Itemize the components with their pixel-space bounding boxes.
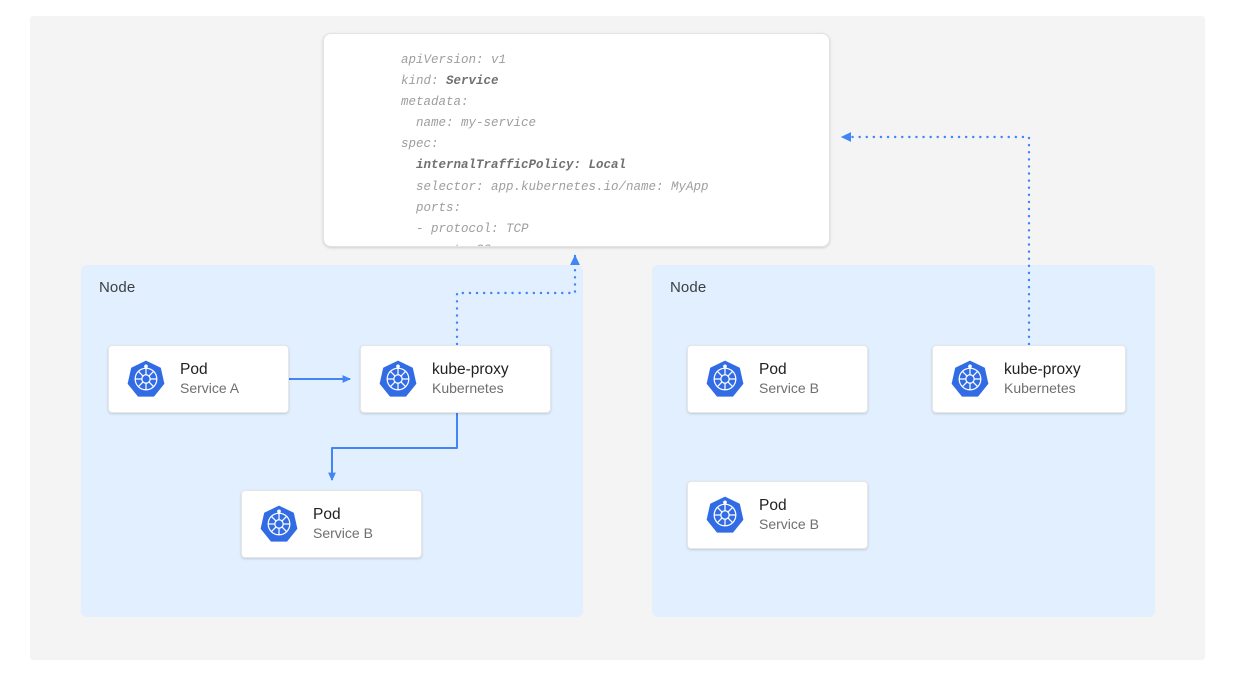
yaml-line: metadata:	[401, 95, 469, 110]
yaml-line: internalTrafficPolicy: Local	[416, 158, 627, 173]
yaml-line: spec:	[401, 137, 439, 152]
yaml-line: apiVersion: v1	[401, 53, 507, 67]
card-subtitle: Service B	[759, 380, 819, 396]
node-label-left: Node	[99, 279, 136, 296]
node-label-right: Node	[670, 279, 707, 296]
card-pod-service-b-right-top[interactable]: Pod Service B	[687, 345, 868, 413]
node-group-right: Node	[652, 265, 1155, 617]
card-kube-proxy-right[interactable]: kube-proxy Kubernetes	[932, 345, 1126, 413]
card-title: Pod	[180, 361, 208, 378]
service-spec-yaml: apiVersion: v1 kind: Service metadata: nam…	[401, 50, 709, 246]
yaml-line: selector: app.kubernetes.io/name: MyApp	[401, 179, 709, 194]
kubernetes-icon	[705, 495, 745, 535]
yaml-line: - protocol: TCP	[401, 221, 529, 236]
kubernetes-icon	[126, 359, 166, 399]
yaml-line: ports:	[401, 200, 462, 215]
card-pod-service-b-right-bottom[interactable]: Pod Service B	[687, 481, 868, 549]
yaml-line: name: my-service	[401, 116, 537, 131]
card-title: kube-proxy	[1004, 361, 1081, 378]
card-kube-proxy-left[interactable]: kube-proxy Kubernetes	[360, 345, 551, 413]
card-title: Pod	[759, 497, 787, 514]
kubernetes-icon	[378, 359, 418, 399]
card-subtitle: Service A	[180, 380, 240, 396]
service-spec-card: apiVersion: v1 kind: Service metadata: nam…	[323, 33, 830, 247]
card-subtitle: Service B	[759, 516, 819, 532]
card-title: Pod	[313, 506, 341, 523]
yaml-line: port: 80	[401, 240, 709, 246]
card-title: Pod	[759, 361, 787, 378]
card-pod-service-a[interactable]: Pod Service A	[108, 345, 289, 413]
node-group-left: Node	[81, 265, 583, 617]
card-subtitle: Service B	[313, 525, 373, 541]
card-title: kube-proxy	[432, 361, 509, 378]
kubernetes-icon	[950, 359, 990, 399]
card-subtitle: Kubernetes	[1004, 380, 1076, 396]
yaml-line: kind: Service	[401, 74, 499, 89]
kubernetes-icon	[705, 359, 745, 399]
card-pod-service-b-left[interactable]: Pod Service B	[241, 490, 422, 558]
card-subtitle: Kubernetes	[432, 380, 504, 396]
kubernetes-icon	[259, 504, 299, 544]
